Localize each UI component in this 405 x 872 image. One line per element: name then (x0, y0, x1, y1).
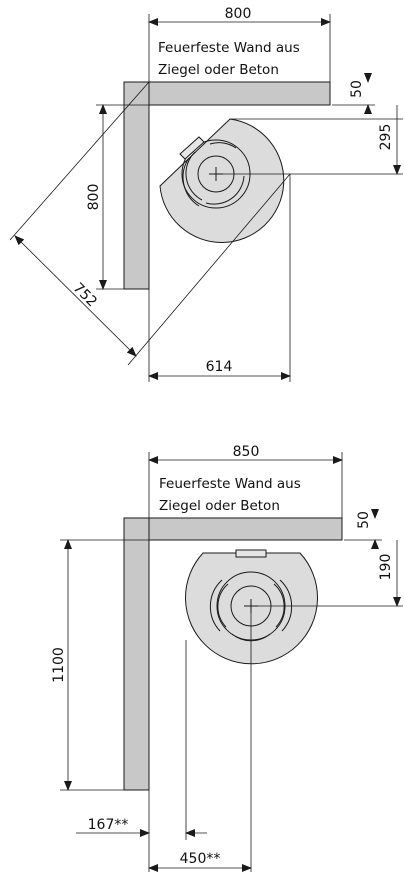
bottom-wall-vertical (123, 517, 150, 791)
top-dim-height-text: 800 (86, 184, 102, 211)
top-dim-295-text: 295 (378, 124, 394, 151)
top-corner-diagram: 800 Feuerfeste Wand aus Ziegel oder Beto… (9, 6, 403, 382)
top-stove-front-plate (179, 136, 205, 160)
bottom-stove-slot (273, 583, 285, 628)
top-dim-diagonal-line (14, 235, 137, 357)
bottom-stove-slot (217, 583, 229, 628)
bottom-dim-167-text: 167** (88, 817, 129, 833)
bottom-wall-label-line1: Feuerfeste Wand aus (159, 476, 301, 492)
bottom-dim-width-text: 850 (233, 444, 260, 460)
top-dim-width-text: 800 (225, 6, 252, 22)
bottom-stove-slot (279, 579, 293, 632)
top-dim-614-text: 614 (206, 359, 233, 375)
top-dim-diagonal-ext (9, 81, 150, 241)
top-wall-vertical (123, 81, 150, 290)
top-stove-slot (182, 157, 200, 207)
bottom-dim-50-text: 50 (356, 511, 372, 529)
bottom-stove-front-plate (235, 549, 267, 558)
bottom-dim-450-text: 450** (180, 851, 221, 867)
top-wall-label-line2: Ziegel oder Beton (158, 62, 279, 78)
bottom-dim-height-text: 1100 (51, 647, 67, 683)
top-stove-slot (205, 175, 245, 205)
top-wall-horizontal (123, 81, 331, 106)
top-dim-50-text: 50 (349, 80, 365, 98)
top-stove-slot (185, 151, 203, 201)
top-dim-diagonal-ext (127, 173, 291, 366)
bottom-dim-190-text: 190 (378, 554, 394, 581)
top-dim-diagonal-text: 752 (70, 280, 100, 310)
bottom-wall-diagram: 850 Feuerfeste Wand aus Ziegel oder Beto… (51, 444, 403, 872)
top-stove-slot (209, 142, 237, 149)
bottom-wall-horizontal (123, 517, 343, 541)
bottom-wall-label-line2: Ziegel oder Beton (159, 498, 280, 514)
bottom-stove-slot (209, 579, 223, 632)
top-wall-label-line1: Feuerfeste Wand aus (158, 40, 300, 56)
